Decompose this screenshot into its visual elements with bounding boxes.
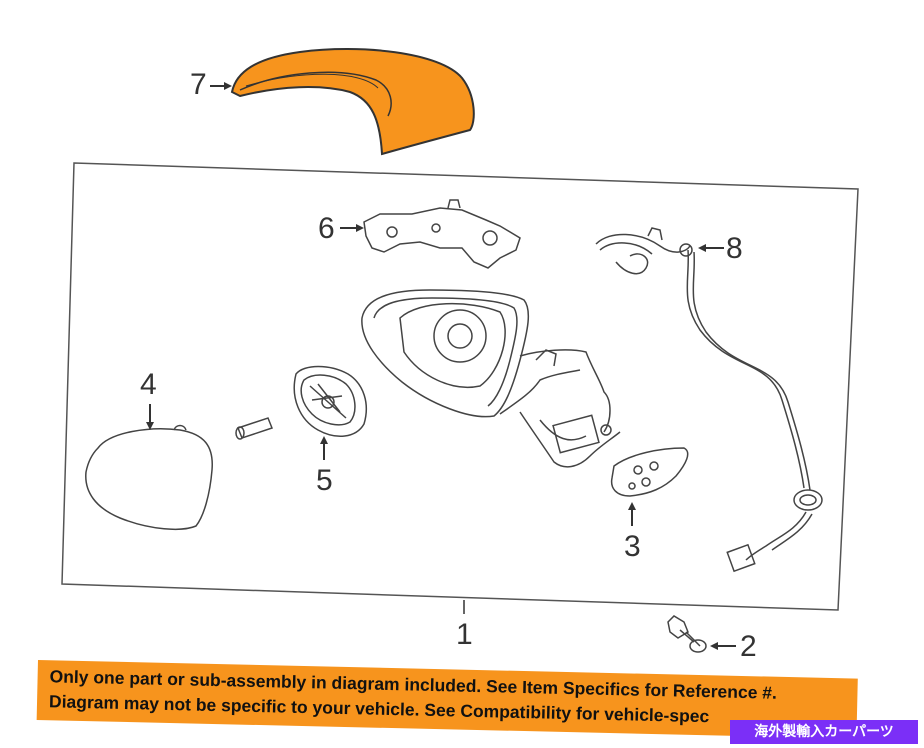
mirror-cap-part-7 (230, 48, 475, 156)
arrow-7 (210, 82, 232, 90)
harness-part-8 (595, 227, 823, 573)
mirror-housing (361, 289, 621, 468)
screw-part-2 (667, 615, 707, 653)
arrow-8 (698, 244, 724, 252)
pin (235, 417, 273, 440)
callout-2: 2 (740, 630, 757, 663)
callout-8: 8 (726, 232, 743, 265)
assembly-box (61, 162, 859, 611)
arrow-2 (710, 642, 736, 650)
callout-3: 3 (624, 530, 641, 563)
callout-4: 4 (140, 368, 157, 401)
mirror-glass-part-4 (85, 424, 213, 531)
callout-5: 5 (316, 464, 333, 497)
arrow-5 (320, 436, 328, 460)
arrow-6 (340, 224, 364, 232)
arrow-3 (628, 502, 636, 526)
callout-6: 6 (318, 212, 335, 245)
bracket-part-6 (363, 199, 521, 269)
seller-tag: 海外製輸入カーパーツ (730, 720, 918, 744)
motor-part-5 (293, 365, 368, 437)
callout-1: 1 (456, 618, 473, 651)
arrow-4 (146, 404, 154, 430)
signal-lamp-part-3 (610, 447, 689, 497)
callout-7: 7 (190, 68, 207, 101)
